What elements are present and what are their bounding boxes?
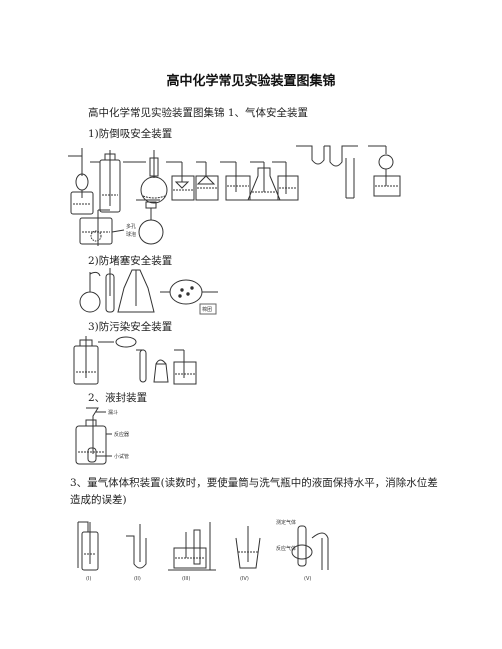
porous-bulb-label-line1: 多孔 xyxy=(126,223,136,230)
apparatus-number-3: (III) xyxy=(182,576,190,582)
apparatus-number-5: (V) xyxy=(304,576,311,582)
cotton-label: 棉团 xyxy=(202,306,212,313)
section-heading-anti-suckback: 1)防倒吸安全装置 xyxy=(88,128,173,140)
gas-to-measure-label: 测定气体 xyxy=(276,519,296,526)
apparatus-number-2: (II) xyxy=(134,576,141,582)
funnel-label: 漏斗 xyxy=(108,409,118,416)
gas-to-measure2-label: 反应气体 xyxy=(276,545,296,552)
anti-pollution-apparatus-figure xyxy=(70,334,198,388)
small-tube-label: 小试管 xyxy=(114,453,129,460)
section-heading-anti-pollution: 3)防污染安全装置 xyxy=(88,321,173,333)
porous-bulb-label-line2: 球泡 xyxy=(126,231,136,238)
anti-suckback-apparatus-figure: 多孔 球泡 xyxy=(68,140,408,248)
gas-volume-apparatus-figure: (I) (II) (III) (IV) 测定气体 反应气体 (V) xyxy=(76,519,338,582)
liquid-seal-apparatus-figure: 漏斗 反应器 小试管 xyxy=(72,402,129,466)
apparatus-number-1: (I) xyxy=(86,576,91,582)
section-heading-liquid-seal: 2、液封装置 xyxy=(88,392,148,404)
page-title: 高中化学常见实验装置图集锦 xyxy=(166,74,336,89)
reaction-vessel-label: 反应器 xyxy=(114,431,129,438)
anti-clog-apparatus-figure: 棉团 xyxy=(78,266,228,318)
section-heading-anti-clog: 2)防堵塞安全装置 xyxy=(88,255,173,267)
section-heading-gas-volume: 3、量气体体积装置(读数时，要使量筒与洗气瓶中的液面保持水平，消除水位差造成的误… xyxy=(70,477,438,506)
apparatus-number-4: (IV) xyxy=(240,576,249,582)
intro-text: 高中化学常见实验装置图集锦 1、气体安全装置 xyxy=(88,107,309,119)
